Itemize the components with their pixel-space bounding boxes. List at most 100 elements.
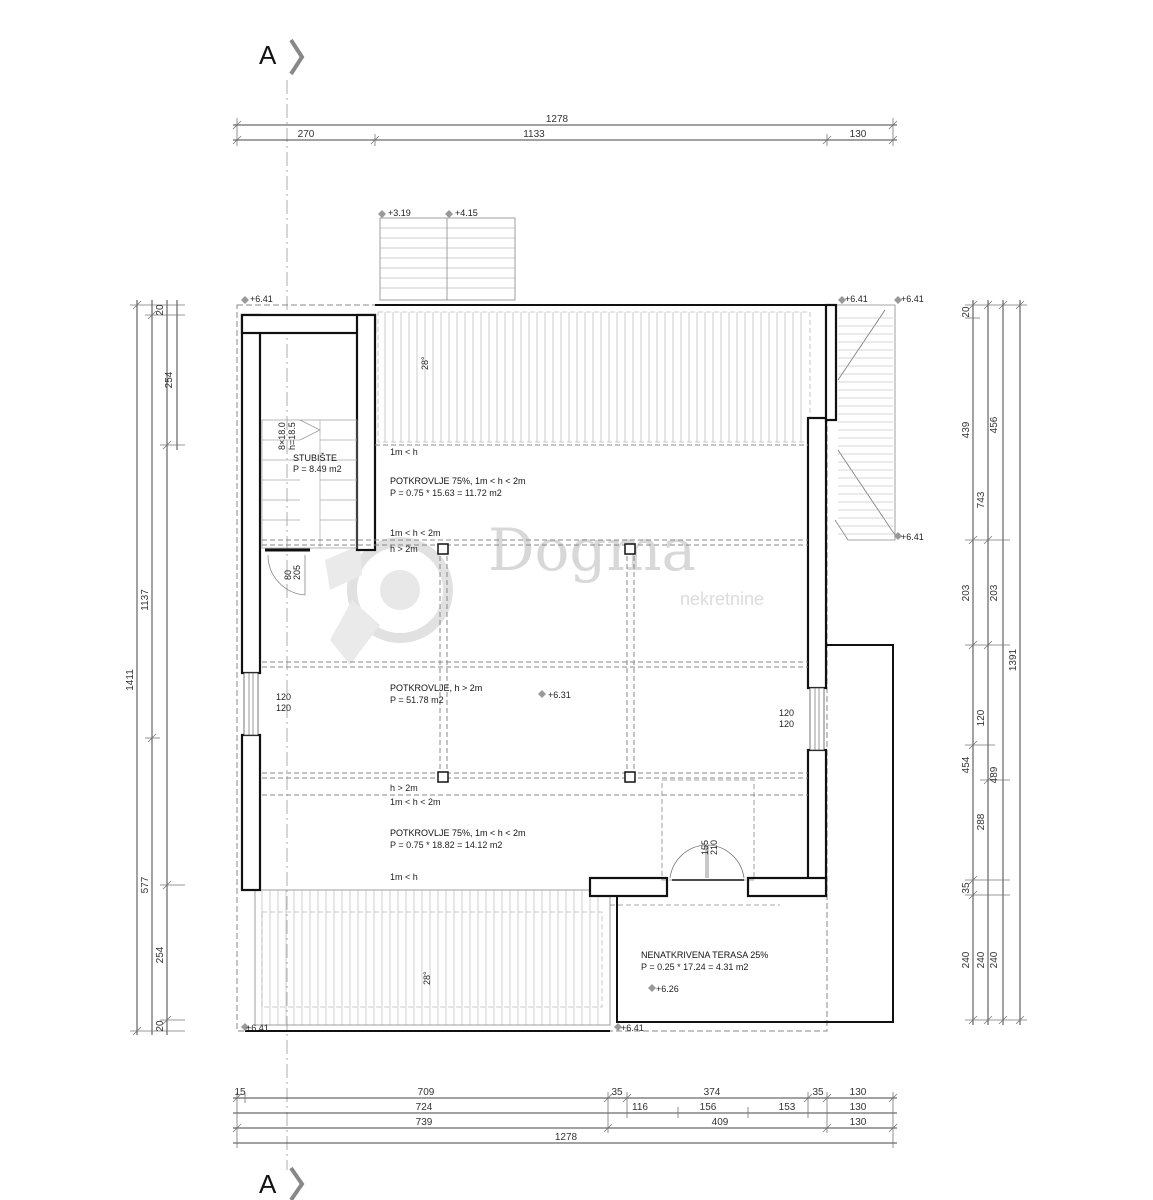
- dim-left-b: 577: [140, 876, 151, 893]
- beams-and-posts: [437, 543, 636, 783]
- section-arrow-top: [289, 38, 305, 76]
- windows: [243, 672, 825, 751]
- dimension-lines-top: [232, 118, 898, 146]
- attic-mid-area: P = 51.78 m2: [390, 695, 444, 705]
- watermark-brand: Dogma: [488, 516, 696, 584]
- height-lines: [262, 444, 808, 796]
- internal-stairs: [261, 419, 358, 549]
- dim-right-i: 454: [961, 756, 972, 773]
- section-marker-bottom: A: [259, 1169, 277, 1199]
- dim-top-seg2: 1133: [523, 129, 545, 140]
- dim-bot-total: 1278: [555, 1132, 578, 1143]
- dimension-lines-left: [130, 300, 185, 1036]
- roof-hatch-right: [834, 304, 896, 541]
- dim-left-e: 20: [155, 304, 166, 316]
- dim-bot-r2-4: 130: [850, 1102, 867, 1113]
- annot-door-t1: 155: [700, 840, 710, 855]
- annot-h3: h > 2m: [390, 544, 418, 554]
- watermark-sub: nekretnine: [680, 589, 764, 609]
- dim-bot-r1-0: 15: [234, 1087, 246, 1098]
- dim-bot-r2-1: 116: [632, 1102, 648, 1113]
- dim-left-d: 254: [155, 946, 166, 963]
- dim-top-total: 1278: [546, 114, 569, 125]
- dimension-lines-right: [965, 300, 1027, 1025]
- level-l5: +6.41: [901, 294, 924, 304]
- dim-right-n: 240: [976, 951, 987, 968]
- external-stairs: [379, 217, 516, 301]
- dim-right-d: 743: [976, 491, 987, 508]
- annot-h4: h > 2m: [390, 783, 418, 793]
- dim-left-total: 1411: [125, 669, 136, 691]
- stair-steps-2: h=18.5: [287, 422, 297, 450]
- dim-right-h: 120: [976, 709, 987, 726]
- roof-rafters-top: [384, 312, 802, 442]
- dim-right-o: 240: [989, 951, 1000, 968]
- dim-bot-r1-4: 35: [812, 1087, 824, 1098]
- dim-bot-r2-2: 156: [700, 1102, 717, 1113]
- roof-rafters-right: [838, 317, 893, 535]
- annot-door-t2: 210: [709, 840, 719, 855]
- attic-bot-area: P = 0.75 * 18.82 = 14.12 m2: [390, 840, 502, 850]
- annot-h5: 1m < h < 2m: [390, 797, 441, 807]
- annot-h2: 1m < h < 2m: [390, 528, 441, 538]
- level-l7: +6.41: [246, 1023, 269, 1033]
- roof-outline: [236, 304, 828, 1032]
- roof-rafters-bottom: [261, 890, 599, 1025]
- attic-top-area: P = 0.75 * 15.63 = 11.72 m2: [390, 488, 502, 498]
- level-l1: +3.19: [388, 208, 411, 218]
- dim-bot-r3-1: 409: [712, 1117, 729, 1128]
- dim-right-a: 20: [961, 306, 972, 318]
- terrace-name: NENATKRIVENA TERASA 25%: [641, 950, 768, 960]
- dim-right-k: 288: [976, 813, 987, 830]
- annot-win-r2: 120: [779, 719, 794, 729]
- annot-h6: 1m < h: [390, 872, 418, 882]
- watermark-logo: [325, 537, 453, 665]
- level-l2: +4.15: [455, 208, 478, 218]
- dim-top-seg1: 270: [298, 129, 315, 140]
- annot-door-s1: 80: [283, 570, 293, 580]
- stair-room-name: STUBIŠTE: [293, 453, 337, 463]
- terrace-outline: [616, 644, 894, 1023]
- dim-right-f: 203: [989, 584, 1000, 601]
- annot-slope-top: 28°: [420, 356, 430, 370]
- roof-hatch-bottom: [245, 889, 611, 1032]
- dim-right-l: 35: [961, 882, 972, 894]
- level-l6: +6.41: [901, 532, 924, 542]
- stair-steps-1: 8×18.0: [277, 422, 287, 450]
- attic-top-name: POTKROVLJE 75%, 1m < h < 2m: [390, 476, 526, 486]
- level-l8: +6.41: [621, 1023, 644, 1033]
- dim-bot-r1-5: 130: [850, 1087, 867, 1098]
- dim-bot-r1-2: 35: [611, 1087, 623, 1098]
- dim-bot-r2-3: 153: [779, 1102, 796, 1113]
- terrace-door: [610, 779, 780, 906]
- level-l10: +6.26: [656, 984, 679, 994]
- dim-right-e: 203: [961, 584, 972, 601]
- stair-door: [265, 548, 310, 596]
- level-l9: +6.31: [548, 690, 571, 700]
- dim-bot-r2-0: 724: [416, 1102, 433, 1113]
- walls: [240, 303, 838, 898]
- dim-right-b: 439: [961, 421, 972, 438]
- annot-win-l2: 120: [276, 703, 291, 713]
- dim-right-m: 240: [961, 951, 972, 968]
- terrace-area: P = 0.25 * 17.24 = 4.31 m2: [641, 962, 748, 972]
- annot-win-r1: 120: [779, 708, 794, 718]
- dim-top-seg3: 130: [850, 129, 867, 140]
- dimension-lines-bottom: [232, 1092, 898, 1148]
- dim-bot-r1-1: 709: [418, 1087, 435, 1098]
- dim-bot-r1-3: 374: [704, 1087, 721, 1098]
- annot-door-s2: 205: [292, 565, 302, 580]
- annot-slope-bottom: 28°: [422, 971, 432, 985]
- section-arrow-bottom: [289, 1166, 305, 1200]
- stair-room-area: P = 8.49 m2: [293, 464, 342, 474]
- level-l3: +6.41: [250, 294, 273, 304]
- dim-left-c: 254: [164, 371, 175, 388]
- attic-mid-name: POTKROVLJE, h > 2m: [390, 683, 482, 693]
- level-markers: [241, 210, 902, 1031]
- annot-h1: 1m < h: [390, 447, 418, 457]
- section-marker-top: A: [259, 40, 277, 70]
- dim-right-g: 1391: [1008, 648, 1019, 671]
- roof-hatch-top: [375, 304, 827, 443]
- dim-left-f: 20: [155, 1020, 166, 1032]
